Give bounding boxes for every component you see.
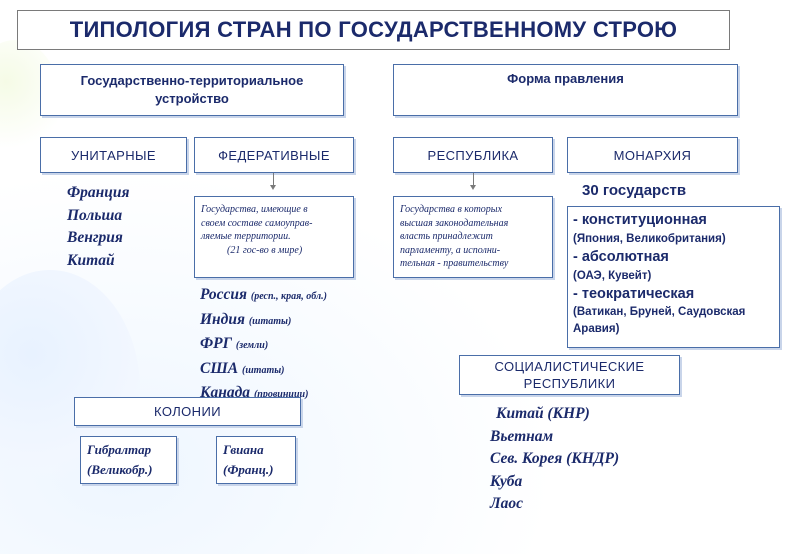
federative-definition-box: Государства, имеющие в своем составе сам… [194, 196, 354, 278]
government-form-header: Форма правления [393, 64, 738, 116]
list-item: Индия (штаты) [200, 310, 292, 328]
monarchy-types-box: - конституционная (Япония, Великобритани… [567, 206, 780, 348]
monarchy-type: - абсолютная [573, 249, 669, 265]
monarchy-examples: (Япония, Великобритания) [573, 233, 726, 245]
colony-owner: (Франц.) [223, 462, 274, 477]
republic-arrow [473, 173, 474, 187]
federative-box: ФЕДЕРАТИВНЫЕ [194, 137, 354, 173]
list-item: США (штаты) [200, 359, 285, 377]
unitary-box: УНИТАРНЫЕ [40, 137, 187, 173]
definition-line: власть принадлежит [400, 231, 493, 242]
colony-name: Гибралтар [87, 442, 152, 457]
list-item: Вьетнам [490, 427, 554, 445]
federative-country-list: Россия (респ., края, обл.) Индия (штаты)… [200, 284, 327, 407]
federative-arrow [273, 173, 274, 187]
list-item: Китай (КНР) [496, 405, 590, 422]
government-form-label: Форма правления [507, 71, 624, 86]
definition-line: ляемые территории. [201, 231, 291, 242]
page-title: ТИПОЛОГИЯ СТРАН ПО ГОСУДАРСТВЕННОМУ СТРО… [17, 10, 730, 50]
list-item: Франция [67, 184, 130, 201]
monarchy-type: - теократическая [573, 286, 695, 302]
republic-definition-box: Государства в которых высшая законодател… [393, 196, 553, 278]
definition-line: Государства, имеющие в [201, 204, 308, 215]
monarchy-box: МОНАРХИЯ [567, 137, 738, 173]
federative-arrowhead [270, 185, 276, 190]
definition-line: своем составе самоуправ- [201, 217, 313, 229]
list-item: Куба [490, 472, 523, 490]
colony-guiana: Гвиана (Франц.) [216, 436, 296, 484]
colony-owner: (Великобр.) [87, 462, 153, 477]
list-item: Венгрия [67, 229, 123, 246]
list-item: Польша [67, 206, 123, 224]
republic-box: РЕСПУБЛИКА [393, 137, 553, 173]
unitary-country-list: Франция Польша Венгрия Китай [67, 182, 130, 272]
definition-line: тельная - правительству [400, 258, 509, 269]
monarchy-count: 30 государств [582, 182, 687, 199]
definition-line: Государства в которых [400, 204, 503, 215]
monarchy-examples: (ОАЭ, Кувейт) [573, 270, 652, 282]
territorial-structure-header: Государственно-территориальное устройств… [40, 64, 344, 116]
colonies-box: КОЛОНИИ [74, 397, 301, 426]
list-item: ФРГ (земли) [200, 335, 269, 352]
list-item: Лаос [490, 495, 524, 512]
definition-line: (21 гос-во в мире) [227, 244, 303, 256]
territorial-structure-label: Государственно-территориальное устройств… [80, 73, 304, 106]
monarchy-examples: (Ватикан, Бруней, Саудовская Аравия) [573, 306, 746, 335]
list-item: Сев. Корея (КНДР) [490, 450, 620, 467]
list-item: Россия (респ., края, обл.) [200, 286, 327, 303]
republic-arrowhead [470, 185, 476, 190]
socialist-country-list: Китай (КНР) Вьетнам Сев. Корея (КНДР) Ку… [490, 403, 619, 516]
colony-name: Гвиана [223, 442, 264, 457]
socialist-label-line2: РЕСПУБЛИКИ [523, 376, 616, 391]
socialist-label-line1: СОЦИАЛИСТИЧЕСКИЕ [494, 359, 645, 374]
list-item: Канада (провинции) [200, 384, 309, 401]
definition-line: высшая законодательная [400, 217, 509, 229]
monarchy-type: - конституционная [573, 212, 707, 228]
definition-line: парламенту, а исполни- [400, 244, 501, 256]
list-item: Китай [67, 251, 115, 269]
colony-gibraltar: Гибралтар (Великобр.) [80, 436, 177, 484]
socialist-republics-box: СОЦИАЛИСТИЧЕСКИЕ РЕСПУБЛИКИ [459, 355, 680, 395]
